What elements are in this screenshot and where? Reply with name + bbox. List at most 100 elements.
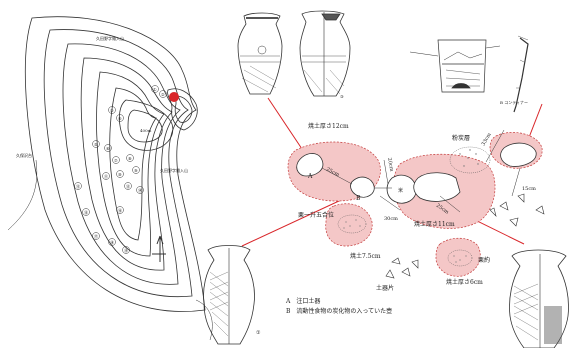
dwelling-marker [104,144,112,152]
map-label-south: 久田野字雑入山 [160,167,188,173]
charcoal-patch [337,214,367,234]
burnt-zone-b [325,203,373,247]
contour-line [127,109,163,143]
dwelling-number: ⑩ [118,172,122,177]
legend-b: B 流動性食物の炭化物の入っていた壺 [286,307,392,315]
vessels-plan [296,142,537,204]
contour-line [43,29,193,298]
dwelling-marker [108,238,116,246]
dwelling-markers [74,85,167,254]
dwelling-number: ① [153,87,157,92]
pot-top-left [237,12,283,95]
vessel-b [350,176,375,198]
dwelling-marker [136,186,144,194]
jar-number-label: ① [256,330,261,336]
north-arrow-icon [152,235,166,262]
dwelling-marker [116,170,124,178]
dwelling-number: ⑦ [114,158,118,163]
dwelling-number: ⑰ [94,233,98,239]
dwelling-marker [116,206,124,214]
dwelling-number: ⑪ [104,173,108,179]
dwelling-marker [92,140,100,148]
annotation-burnt-75: 焼土7.5cm [350,252,381,260]
jar-bottom-left [203,245,255,345]
dwelling-marker [92,232,100,240]
annotation-chestnut: 栗約 [478,256,490,264]
map-label-north: 久田野字雑入山 [96,35,124,41]
dwelling-number: ⑥ [106,146,110,151]
dwelling-number: ② [161,92,165,97]
site-location-marker [169,92,179,102]
dwelling-numbers: ① ② ③ ④ ⑤ ⑥ ⑦ ⑧ ⑨ ⑩ ⑪ ⑫ ⑬ ⑭ ⑮ ⑯ ⑰ ⑱ ⑲ [76,87,165,253]
dimension-25a: 25cm [325,166,340,178]
contour-line [174,95,193,123]
label-b: B [356,195,361,202]
dwelling-number: ⑨ [134,168,138,173]
label-a: A [307,173,313,180]
contour-line [109,87,157,241]
dwelling-marker [82,208,90,216]
dwelling-marker [116,114,124,122]
charcoal-textures [337,146,491,267]
dwelling-marker [126,154,134,162]
dimension-15: 15cm [522,186,536,192]
annotation-burnt-11: 焼土厚さ11cm [414,220,455,228]
dwelling-number: ⑤ [94,142,98,147]
annotation-burnt-12: 焼土厚さ12cm [308,122,349,130]
dwelling-marker [102,172,110,180]
vessel-k [386,174,417,204]
pot-top-right [299,10,351,97]
contour-elevation-label: 400m [140,128,152,133]
dwelling-number: ⑫ [76,183,80,189]
dwelling-marker [112,156,120,164]
dimension-30: 30cm [384,216,398,222]
contour-line [96,71,165,257]
stipple-dots [343,149,479,263]
burnt-zone-d [435,237,481,277]
dwelling-number: ⑱ [110,239,114,245]
dwelling-number: ⑭ [138,187,142,193]
dimension-20: 20cm [386,157,394,172]
callout-lines [241,97,543,247]
annotation-millet: 栗一升五合位 [298,211,334,219]
dwelling-marker [159,90,167,98]
pot-number-label: ③ [340,94,344,99]
dwelling-marker [132,166,140,174]
dwelling-marker [122,246,130,254]
jar-section-fill [544,306,562,344]
charcoal-patch [447,249,473,267]
dwelling-marker [124,182,132,190]
contour-line [118,99,174,151]
map-edge [195,299,213,341]
dwelling-number: ⑲ [124,247,128,253]
contour-line [24,16,206,312]
dwelling-marker [151,85,159,93]
dwelling-number: ③ [110,108,114,113]
dwelling-number: ⑮ [84,209,88,215]
jar-bottom-right [509,249,569,348]
dwelling-marker [74,182,82,190]
dwelling-number: ⑧ [128,156,132,161]
map-edge [7,159,38,231]
annotation-soil-sherds: 土器片 [376,284,394,292]
label-k: 米 [398,187,403,194]
vessel-large [413,172,461,202]
map-label-west: 久保沢台 [16,152,32,158]
contour-line [62,43,181,285]
contour-line [80,57,173,271]
dimension-lines [321,129,521,213]
dwelling-number: ④ [118,116,122,121]
vessel-bowl [500,142,537,167]
dwelling-number: ⑬ [126,183,130,189]
vessel-a [296,153,324,177]
annotation-charcoal-layer: 粉炭層 [452,134,470,142]
contour-line [167,88,198,131]
annotation-burnt-6: 焼土厚さ6cm [446,278,483,286]
sherd-fragments [385,193,545,279]
legend-a: A 注口土器 [285,297,320,305]
trench-section [409,35,529,113]
bowl-caption: B コンティナー [500,99,528,105]
contour-map [7,16,213,341]
